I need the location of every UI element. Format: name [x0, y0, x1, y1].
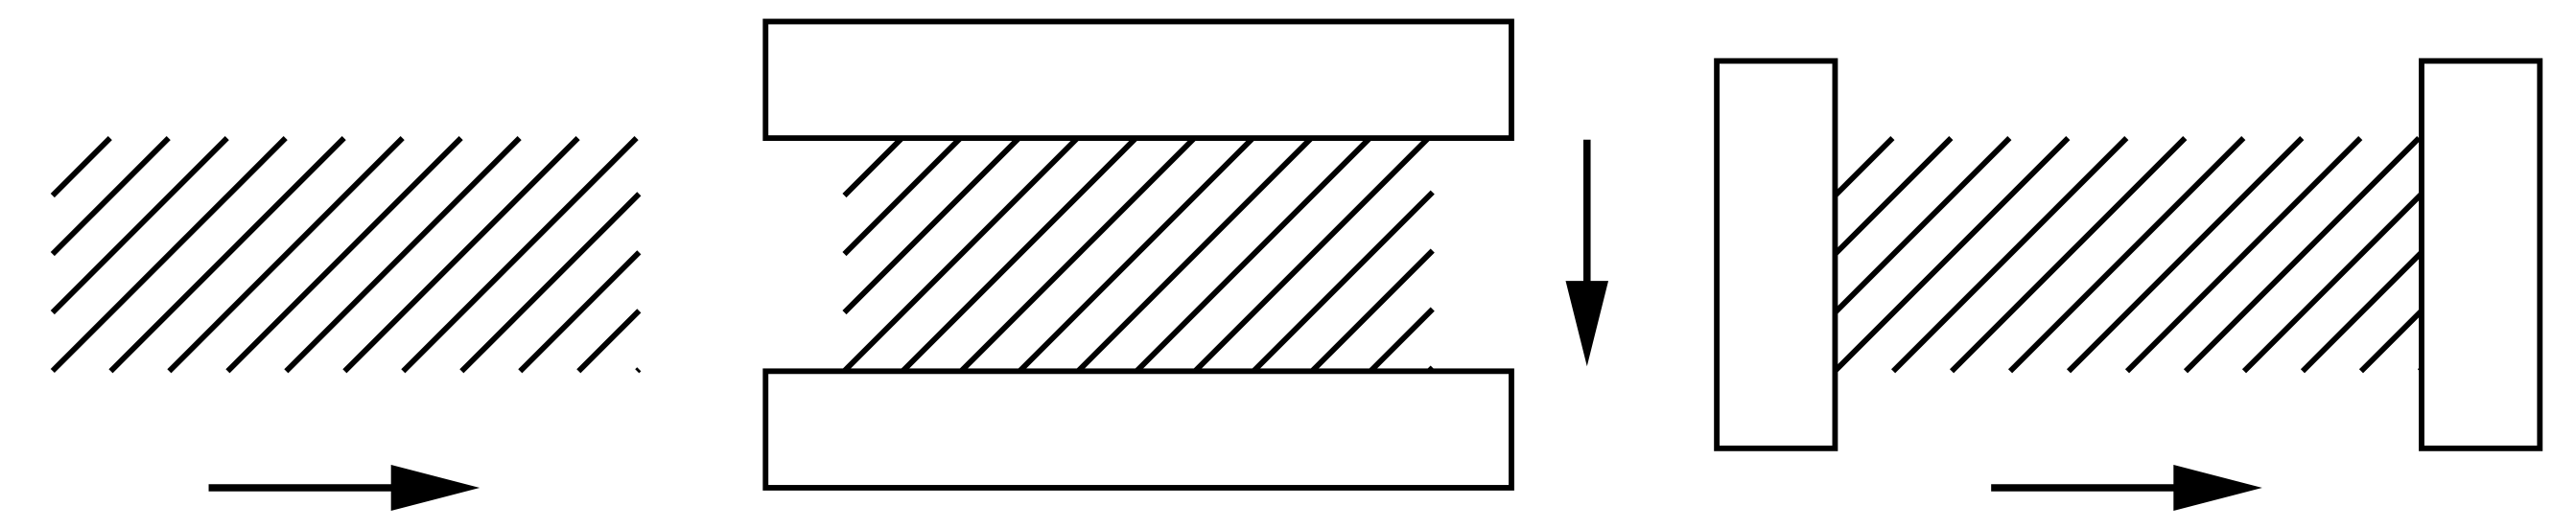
hatch-line	[2241, 192, 2424, 374]
hatch-line	[50, 136, 229, 315]
hatch-line	[2007, 136, 2246, 374]
hatched-sample-side-plates	[1833, 136, 2424, 374]
hatch-line	[1891, 136, 2129, 374]
hatch-line	[1949, 136, 2188, 374]
hatch-line	[842, 136, 1021, 315]
arrow-right-icon	[208, 464, 480, 511]
panel-vertical-plates	[1714, 58, 2543, 511]
hatch-line	[2300, 250, 2424, 374]
arrow-right-icon	[1991, 464, 2262, 511]
hatch-line	[1833, 136, 1895, 198]
hatch-line	[1833, 136, 1954, 257]
top-plate	[762, 18, 1514, 142]
hatch-line	[342, 136, 580, 374]
hatch-line	[1833, 136, 2071, 374]
hatched-sample-free	[50, 136, 642, 374]
hatch-line	[1309, 248, 1435, 374]
hatch-line	[225, 136, 463, 374]
hatch-line	[1251, 190, 1435, 374]
hatch-line	[1076, 136, 1314, 374]
hatch-line	[842, 136, 904, 198]
hatch-line	[635, 367, 642, 374]
hatch-line	[50, 136, 112, 198]
hatch-line	[1368, 307, 1435, 374]
arrow-down-icon	[1565, 139, 1609, 367]
hatched-sample-between-plates	[842, 136, 1435, 374]
hatch-line	[401, 136, 639, 374]
hatch-line	[459, 192, 642, 374]
hatch-line	[1833, 136, 2012, 315]
right-plate	[2419, 58, 2543, 451]
hatch-line	[167, 136, 405, 374]
hatch-line	[576, 309, 642, 374]
hatch-line	[1192, 136, 1431, 374]
bottom-plate	[762, 368, 1514, 491]
panel-horizontal-plates	[762, 18, 1609, 491]
hatch-line	[2124, 136, 2363, 374]
hatch-line	[50, 136, 171, 257]
hatch-line	[518, 250, 642, 374]
hatch-line	[2183, 136, 2422, 374]
hatch-line	[842, 136, 963, 257]
hatch-line	[842, 136, 1080, 374]
hatch-line	[901, 136, 1138, 374]
hatch-line	[2066, 136, 2305, 374]
panel-free-sample	[50, 136, 642, 511]
hatch-line	[284, 136, 522, 374]
hatch-line	[1018, 136, 1255, 374]
hatch-line	[1135, 136, 1372, 374]
left-plate	[1714, 58, 1838, 451]
hatch-line	[50, 136, 288, 374]
hatch-line	[108, 136, 346, 374]
hatch-line	[2358, 309, 2424, 374]
hatch-line	[959, 136, 1197, 374]
